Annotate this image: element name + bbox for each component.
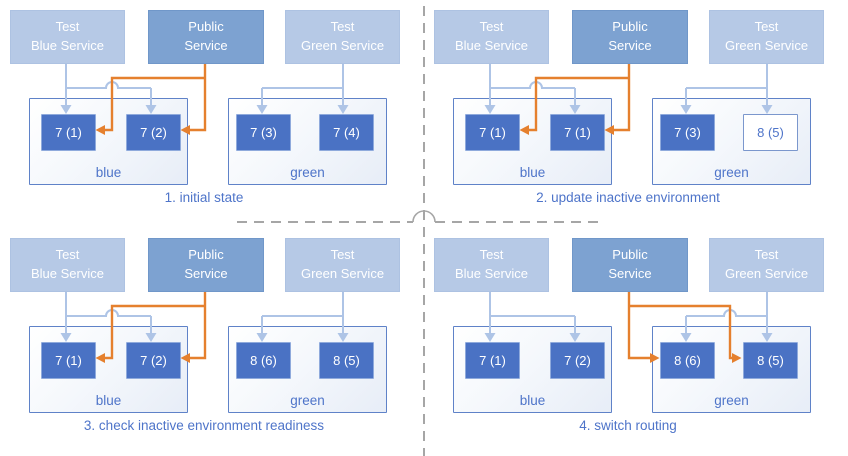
test-blue-service-box: Test Blue Service [434, 238, 549, 292]
panel-switch-routing: Test Blue Service Public Service Test Gr… [424, 228, 848, 456]
green-environment-box: 8 (6) 8 (5) green [228, 326, 387, 413]
service-label: Test [55, 19, 80, 35]
pod-blue-1: 7 (1) [41, 342, 96, 379]
routing-arrows-to-green [484, 290, 773, 363]
test-green-service-box: Test Green Service [709, 238, 824, 292]
green-environment-box: 7 (3) 7 (4) green [228, 98, 387, 185]
pod-green-1: 7 (3) [236, 114, 291, 151]
service-label: Public [188, 19, 224, 35]
service-label: Public [612, 19, 648, 35]
test-blue-service-box: Test Blue Service [10, 238, 125, 292]
blue-environment-box: 7 (1) 7 (2) blue [29, 98, 188, 185]
service-label: Service [608, 38, 652, 53]
pod-green-2: 7 (4) [319, 114, 374, 151]
panel-check-inactive-environment-readiness: Test Blue Service Public Service Test Gr… [0, 228, 424, 456]
environment-label: blue [95, 165, 122, 180]
service-label: Green Service [300, 38, 385, 53]
service-label: Service [608, 266, 652, 281]
pod-blue-2: 7 (2) [550, 342, 605, 379]
test-green-service-box: Test Green Service [285, 10, 400, 64]
environment-label: blue [95, 393, 122, 408]
service-label: Blue Service [455, 38, 528, 53]
pod-blue-1: 7 (1) [465, 342, 520, 379]
environment-label: green [714, 393, 749, 408]
blue-environment-box: 7 (1) 7 (1) blue [453, 98, 612, 185]
service-label: Green Service [724, 266, 809, 281]
test-blue-service-box: Test Blue Service [434, 10, 549, 64]
service-label: Test [55, 247, 80, 263]
step-caption: 3. check inactive environment readiness [83, 418, 325, 433]
pod-green-1: 8 (6) [236, 342, 291, 379]
test-green-service-box: Test Green Service [285, 238, 400, 292]
pod-blue-2: 7 (2) [126, 114, 181, 151]
service-label: Test [754, 247, 779, 263]
green-environment-box: 7 (3) 8 (5) green [652, 98, 811, 185]
public-service-box: Public Service [148, 238, 264, 292]
service-label: Service [184, 266, 228, 281]
service-label: Blue Service [455, 266, 528, 281]
service-label: Test [479, 247, 504, 263]
environment-label: blue [519, 165, 546, 180]
pod-green-1: 8 (6) [660, 342, 715, 379]
pod-green-2: 8 (5) [743, 114, 798, 151]
routing-arrows-to-blue [60, 290, 349, 363]
pod-blue-2: 7 (1) [550, 114, 605, 151]
green-environment-box: 8 (6) 8 (5) green [652, 326, 811, 413]
service-label: Test [479, 19, 504, 35]
environment-label: green [290, 165, 325, 180]
panel-initial-state: Test Blue Service Public Service Test Gr… [0, 0, 424, 228]
environment-label: green [714, 165, 749, 180]
service-label: Public [188, 247, 224, 263]
public-service-box: Public Service [148, 10, 264, 64]
blue-environment-box: 7 (1) 7 (2) blue [29, 326, 188, 413]
service-label: Green Service [300, 266, 385, 281]
service-label: Blue Service [31, 266, 104, 281]
service-label: Test [330, 19, 355, 35]
pod-blue-2: 7 (2) [126, 342, 181, 379]
service-label: Green Service [724, 38, 809, 53]
service-label: Service [184, 38, 228, 53]
service-label: Test [754, 19, 779, 35]
pod-green-2: 8 (5) [319, 342, 374, 379]
test-green-service-box: Test Green Service [709, 10, 824, 64]
environment-label: blue [519, 393, 546, 408]
test-blue-service-box: Test Blue Service [10, 10, 125, 64]
pod-blue-1: 7 (1) [465, 114, 520, 151]
service-label: Blue Service [31, 38, 104, 53]
public-service-box: Public Service [572, 10, 688, 64]
step-caption: 2. update inactive environment [536, 190, 720, 205]
step-caption: 1. initial state [164, 190, 244, 205]
step-caption: 4. switch routing [579, 418, 677, 433]
blue-environment-box: 7 (1) 7 (2) blue [453, 326, 612, 413]
routing-arrows-to-blue [484, 62, 773, 135]
service-label: Public [612, 247, 648, 263]
panel-update-inactive-environment: Test Blue Service Public Service Test Gr… [424, 0, 848, 228]
environment-label: green [290, 393, 325, 408]
service-label: Test [330, 247, 355, 263]
pod-green-2: 8 (5) [743, 342, 798, 379]
routing-arrows-to-blue [60, 62, 349, 135]
public-service-box: Public Service [572, 238, 688, 292]
pod-blue-1: 7 (1) [41, 114, 96, 151]
pod-green-1: 7 (3) [660, 114, 715, 151]
